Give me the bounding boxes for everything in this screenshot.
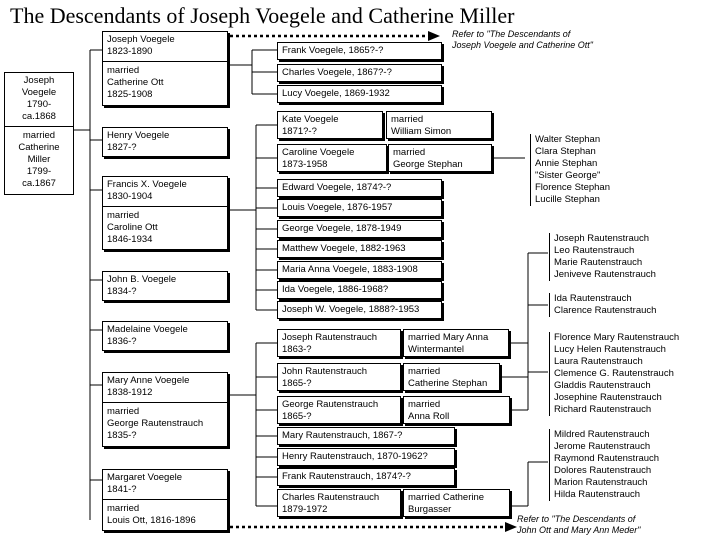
spouse-box: married William Simon <box>386 111 492 139</box>
child-box-john-voegele: John B. Voegele 1834-? <box>102 271 228 301</box>
grandchild-box: Louis Voegele, 1876-1957 <box>277 199 442 217</box>
spouse-name: married Louis Ott, 1816-1896 <box>103 499 227 527</box>
person-name: Madelaine Voegele 1836-? <box>107 324 188 347</box>
grandchild-box: George Rautenstrauch 1865-? <box>277 396 401 424</box>
grandchild-box: Charles Rautenstrauch 1879-1972 <box>277 489 401 517</box>
reference-note-bottom: Refer to "The Descendants of John Ott an… <box>517 514 641 535</box>
joseph-rautenstrauch-children-list: Joseph Rautenstrauch Leo Rautenstrauch M… <box>549 233 656 281</box>
grandchild-box: Kate Voegele 1871?-? <box>277 111 383 139</box>
person-name: Francis X. Voegele 1830-1904 <box>107 179 187 202</box>
spouse-box: married Mary Anna Wintermantel <box>403 329 509 357</box>
spouse-name: married Catherine Burgasser <box>408 492 485 515</box>
grandchild-box: George Voegele, 1878-1949 <box>277 220 442 238</box>
spouse-name: married Caroline Ott 1846-1934 <box>103 206 227 246</box>
spouse-name: married William Simon <box>391 114 452 137</box>
grandchild-box: John Rautenstrauch 1865-? <box>277 363 401 391</box>
grandchild-box: Joseph Rautenstrauch 1863-? <box>277 329 401 357</box>
child-box-francis-voegele: Francis X. Voegele 1830-1904 married Car… <box>102 176 228 250</box>
grandchild-box: Charles Voegele, 1867?-? <box>277 64 442 82</box>
child-box-joseph-voegele: Joseph Voegele 1823-1890 married Catheri… <box>102 31 228 106</box>
george-rautenstrauch-children-list: Florence Mary Rautenstrauch Lucy Helen R… <box>549 332 679 416</box>
grandchild-box: Mary Rautenstrauch, 1867-? <box>277 427 455 445</box>
spouse-name: married George Stephan <box>393 147 463 170</box>
spouse-box: married George Stephan <box>388 144 492 172</box>
grandchild-box: Joseph W. Voegele, 1888?-1953 <box>277 301 442 319</box>
grandchild-box: Henry Rautenstrauch, 1870-1962? <box>277 448 455 466</box>
person-name: Henry Voegele 1827-? <box>107 130 170 153</box>
spouse-name: married Catherine Stephan <box>408 366 488 389</box>
grandchild-box: Frank Voegele, 1865?-? <box>277 42 442 60</box>
child-box-mary-anne-voegele: Mary Anne Voegele 1838-1912 married Geor… <box>102 372 228 447</box>
grandchild-box: Caroline Voegele 1873-1958 <box>277 144 387 172</box>
person-name: George Rautenstrauch 1865-? <box>282 399 379 422</box>
spouse-name: married Catherine Ott 1825-1908 <box>103 61 227 101</box>
person-name: Kate Voegele 1871?-? <box>282 114 339 137</box>
spouse-box: married Catherine Stephan <box>403 363 500 391</box>
spouse-box: married Anna Roll <box>403 396 510 424</box>
charles-rautenstrauch-children-list: Mildred Rautenstrauch Jerome Rautenstrau… <box>549 429 659 501</box>
grandchild-box: Lucy Voegele, 1869-1932 <box>277 85 442 103</box>
child-box-margaret-voegele: Margaret Voegele 1841-? married Louis Ot… <box>102 469 228 531</box>
grandchild-box: Matthew Voegele, 1882-1963 <box>277 240 442 258</box>
person-name: Charles Rautenstrauch 1879-1972 <box>282 492 380 515</box>
person-name: Joseph Rautenstrauch 1863-? <box>282 332 378 355</box>
person-name: Mary Anne Voegele 1838-1912 <box>107 375 190 398</box>
spouse-name: married Anna Roll <box>408 399 450 422</box>
child-box-henry-voegele: Henry Voegele 1827-? <box>102 127 228 157</box>
grandchild-box: Edward Voegele, 1874?-? <box>277 179 442 197</box>
stephan-children-list: Walter Stephan Clara Stephan Annie Steph… <box>530 134 610 206</box>
person-name: Caroline Voegele 1873-1958 <box>282 147 355 170</box>
progenitor-box: Joseph Voegele 1790- ca.1868 married Cat… <box>4 72 74 195</box>
person-name: Margaret Voegele 1841-? <box>107 472 182 495</box>
page-title: The Descendants of Joseph Voegele and Ca… <box>10 3 515 28</box>
person-name: John B. Voegele 1834-? <box>107 274 177 297</box>
person-name: Joseph Voegele 1790- ca.1868 <box>21 75 57 122</box>
child-box-madelaine-voegele: Madelaine Voegele 1836-? <box>102 321 228 351</box>
spouse-box: married Catherine Burgasser <box>403 489 510 517</box>
spouse-name: married George Rautenstrauch 1835-? <box>103 402 227 442</box>
grandchild-box: Ida Voegele, 1886-1968? <box>277 281 442 299</box>
spouse-name: married Catherine Miller 1799- ca.1867 <box>5 126 73 190</box>
spouse-name: married Mary Anna Wintermantel <box>408 332 489 355</box>
person-name: Joseph Voegele 1823-1890 <box>107 34 175 57</box>
person-name: John Rautenstrauch 1865-? <box>282 366 368 389</box>
john-rautenstrauch-children-list: Ida Rautenstrauch Clarence Rautenstrauch <box>549 293 656 317</box>
reference-note-top: Refer to "The Descendants of Joseph Voeg… <box>452 29 593 50</box>
grandchild-box: Frank Rautenstrauch, 1874?-? <box>277 468 455 486</box>
grandchild-box: Maria Anna Voegele, 1883-1908 <box>277 261 442 279</box>
